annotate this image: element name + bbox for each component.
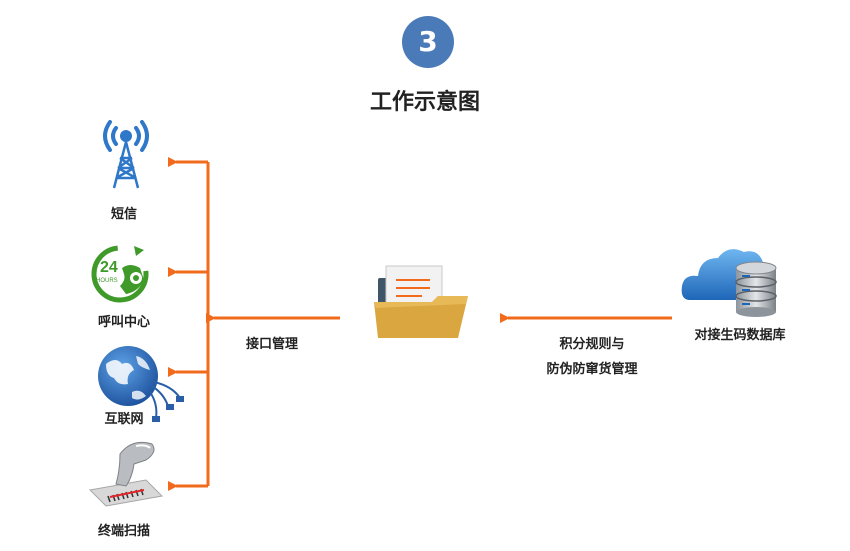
right-label: 对接生码数据库 [694,328,786,343]
channel-label-sms: 短信 [110,207,138,222]
center-label: 接口管理 [245,337,299,352]
svg-text:24: 24 [100,259,118,276]
call-center-24h-icon: 24 HOURS [86,240,162,306]
folder-document-icon [372,262,472,342]
channel-label-terminal-scan: 终端扫描 [97,524,151,539]
diagram-title: 工作示意图 [369,90,480,115]
barcode-scanner-icon [86,434,166,514]
cloud-database-icon [680,238,790,318]
signal-tower-icon [96,112,156,192]
right-arrow-label-line-1: 积分规则与 [559,337,625,352]
globe-network-icon [92,342,192,428]
step-number-badge: 3 [402,16,454,68]
channel-label-internet: 互联网 [104,412,144,427]
svg-text:HOURS: HOURS [96,278,118,284]
right-arrow-label-line-2: 防伪防窜货管理 [546,362,638,377]
channel-label-call-center: 呼叫中心 [97,315,151,330]
